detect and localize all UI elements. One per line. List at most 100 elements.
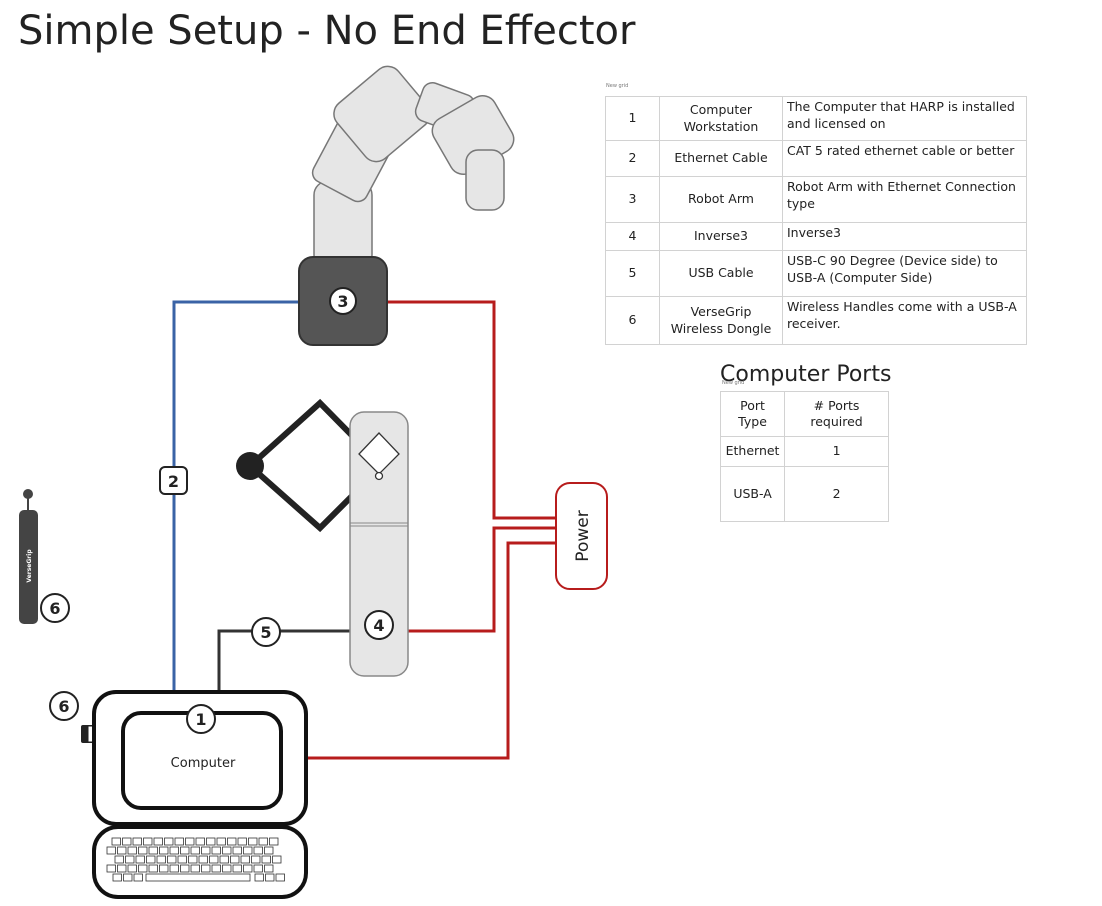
keyboard-key — [219, 855, 229, 864]
keyboard-key — [167, 855, 177, 864]
keyboard-key — [148, 864, 158, 873]
component-name: Ethernet Cable — [659, 140, 783, 177]
keyboard-key — [261, 855, 271, 864]
keyboard-key — [248, 837, 258, 846]
keyboard-key — [243, 846, 253, 855]
component-name: USB Cable — [659, 250, 783, 297]
keyboard-key — [127, 846, 137, 855]
badge-robot: 3 — [329, 287, 357, 315]
keyboard-key — [201, 846, 211, 855]
keyboard-key — [153, 837, 163, 846]
component-description: Wireless Handles come with a USB-A recei… — [782, 296, 1027, 345]
component-number: 2 — [605, 140, 660, 177]
page-title: Simple Setup - No End Effector — [18, 8, 636, 54]
keyboard-key — [135, 855, 145, 864]
keyboard-key — [222, 846, 232, 855]
badge-dongle: 6 — [49, 691, 79, 721]
keyboard-key — [117, 846, 127, 855]
component-name: Computer Workstation — [659, 96, 783, 141]
keyboard-key — [169, 846, 179, 855]
keyboard-key — [216, 837, 226, 846]
keyboard-key — [195, 837, 205, 846]
versegrip-handle: VerseGrip — [19, 489, 38, 624]
ports-table: Port Type # Ports required Ethernet 1 US… — [719, 391, 889, 522]
keyboard-key — [198, 855, 208, 864]
keyboard-key — [201, 864, 211, 873]
badge-handle: 6 — [40, 593, 70, 623]
ethernet-cable — [172, 300, 300, 690]
keyboard-key — [125, 855, 135, 864]
keyboard-key — [264, 846, 274, 855]
keyboard-key — [232, 846, 242, 855]
power-label: Power — [573, 510, 593, 561]
robot-arm — [311, 65, 515, 270]
component-number: 5 — [605, 250, 660, 297]
badge-inverse3: 4 — [364, 610, 394, 640]
keyboard-key — [127, 864, 137, 873]
power-supply — [555, 482, 608, 590]
svg-text:4: 4 — [373, 616, 384, 635]
keyboard-key — [169, 864, 179, 873]
keyboard-key — [122, 837, 132, 846]
usb-cable — [217, 629, 350, 690]
keyboard-key — [146, 855, 156, 864]
robot-power-cable — [386, 300, 556, 520]
keyboard-key — [180, 846, 190, 855]
keyboard-key — [206, 837, 216, 846]
keyboard-key — [114, 855, 124, 864]
component-description: USB-C 90 Degree (Device side) to USB-A (… — [782, 250, 1027, 297]
keyboard-key — [143, 837, 153, 846]
keyboard-key — [106, 846, 116, 855]
component-description: The Computer that HARP is installed and … — [782, 96, 1027, 141]
keyboard-key — [227, 837, 237, 846]
port-count: 2 — [784, 466, 889, 522]
keyboard-key — [253, 846, 263, 855]
keyboard-key — [106, 864, 116, 873]
keyboard-key — [177, 855, 187, 864]
svg-text:6: 6 — [49, 599, 60, 618]
port-type: USB-A — [719, 466, 786, 522]
svg-text:1: 1 — [195, 710, 206, 729]
keyboard-key — [264, 864, 274, 873]
keyboard-key — [164, 837, 174, 846]
badge-ethernet: 2 — [159, 466, 188, 495]
keyboard-key — [174, 837, 184, 846]
component-number: 3 — [605, 176, 660, 223]
inverse3-device — [236, 398, 409, 677]
keyboard-key — [180, 864, 190, 873]
ports-header-type: Port Type — [719, 391, 786, 437]
ports-title: Computer Ports — [720, 362, 892, 387]
port-type: Ethernet — [719, 436, 786, 467]
keyboard-key — [133, 873, 143, 882]
keyboard-key — [159, 864, 169, 873]
keyboard-key — [243, 864, 253, 873]
component-description: Inverse3 — [782, 222, 1027, 251]
component-number: 6 — [605, 296, 660, 345]
keyboard-key — [272, 855, 282, 864]
badge-usb: 5 — [251, 617, 281, 647]
keyboard-key — [211, 864, 221, 873]
component-name: Robot Arm — [659, 176, 783, 223]
keyboard-key — [117, 864, 127, 873]
ports-row: Ethernet 1 — [719, 436, 889, 467]
keyboard-key — [132, 837, 142, 846]
keyboard-key — [222, 864, 232, 873]
keyboard-key — [265, 873, 275, 882]
keyboard-spacebar — [145, 873, 251, 882]
svg-text:6: 6 — [58, 697, 69, 716]
svg-text:3: 3 — [337, 292, 348, 311]
svg-text:5: 5 — [260, 623, 271, 642]
component-description: CAT 5 rated ethernet cable or better — [782, 140, 1027, 177]
computer-power-cable — [306, 541, 556, 760]
versegrip-label: VerseGrip — [26, 549, 33, 583]
keyboard-key — [188, 855, 198, 864]
keyboard-key — [190, 846, 200, 855]
component-name: VerseGrip Wireless Dongle — [659, 296, 783, 345]
keyboard-key — [138, 846, 148, 855]
ports-header-count: # Ports required — [784, 391, 889, 437]
